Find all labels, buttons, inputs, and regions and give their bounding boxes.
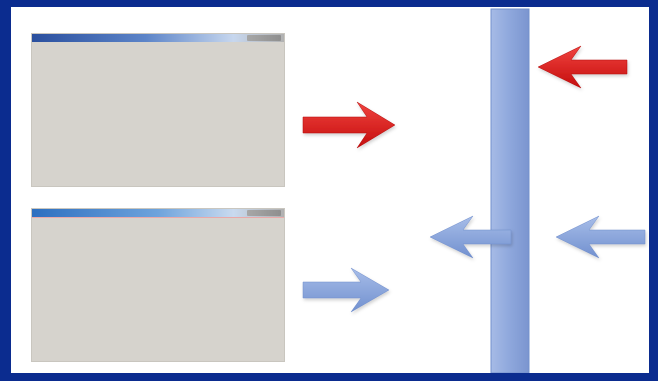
vertical-bar (491, 9, 529, 373)
blue-arrow-left (303, 268, 389, 312)
red-arrow-left (303, 102, 395, 148)
diagram-canvas (11, 7, 649, 373)
red-arrow-right (538, 46, 627, 88)
diagram-svg (11, 7, 649, 373)
blue-arrow-right (556, 216, 645, 258)
